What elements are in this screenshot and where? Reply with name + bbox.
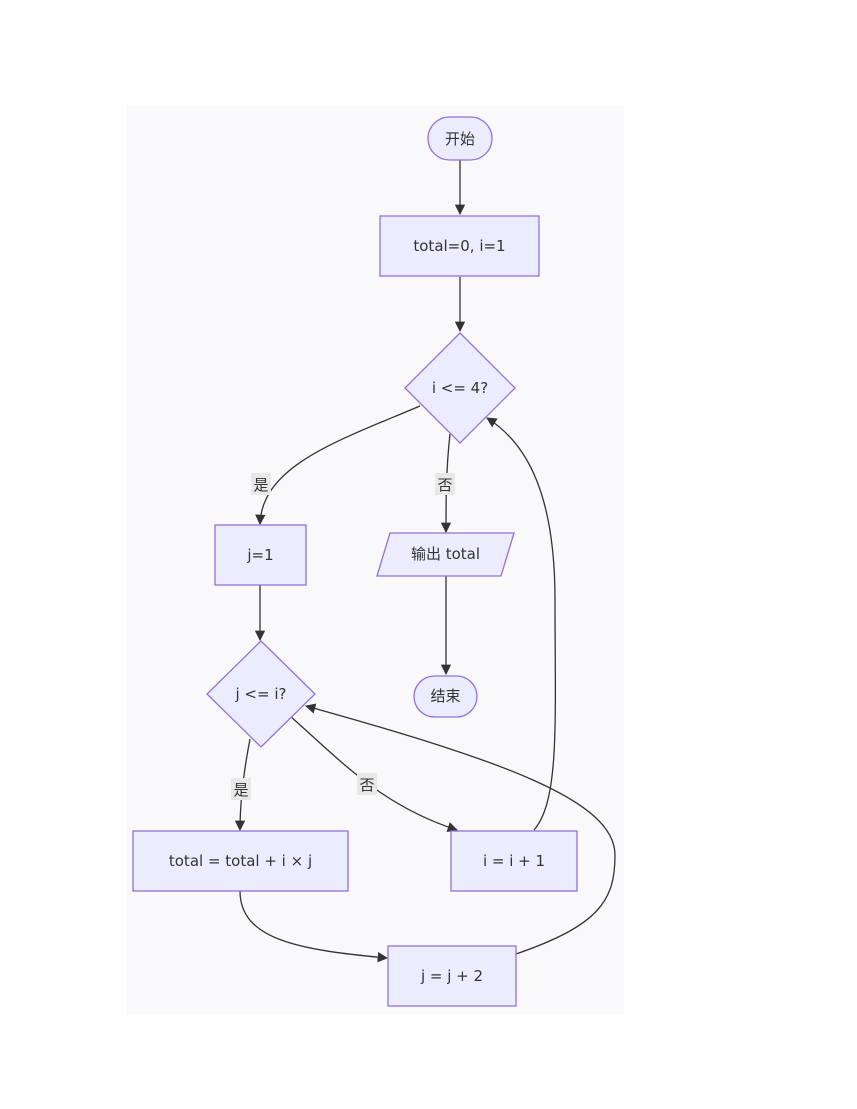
edge-label-cond-j-no: 否 — [359, 776, 374, 794]
output-node — [376, 532, 515, 577]
output-node-label: 输出 total — [411, 545, 480, 563]
edge-inc-j-cond-j — [304, 703, 616, 955]
start-node — [427, 116, 493, 161]
set-j-node-label: j=1 — [246, 546, 273, 564]
cond-i-node-label: i <= 4? — [432, 379, 488, 397]
inc-j-node-label: j = j + 2 — [420, 967, 483, 985]
edge-label-cond-i-yes: 是 — [253, 476, 268, 494]
edge-label-cond-j-yes: 是 — [233, 781, 248, 799]
accumulate-node — [132, 830, 349, 892]
edge-cond-i-yes — [255, 405, 421, 526]
edge-label-bg — [435, 473, 455, 495]
inc-j-node — [387, 945, 517, 1007]
edge-label-cond-i-no: 否 — [437, 476, 452, 494]
cond-j-node — [206, 640, 316, 748]
edge-inc-i-cond-i — [486, 417, 557, 831]
inc-i-node — [450, 830, 578, 892]
inc-i-node-label: i = i + 1 — [483, 852, 545, 870]
accumulate-node-label: total = total + i × j — [169, 852, 312, 870]
init-node — [379, 215, 540, 277]
set-j-node — [214, 524, 307, 586]
end-node — [413, 675, 478, 718]
cond-j-node-label: j <= i? — [235, 685, 287, 703]
edge-label-bg — [231, 778, 251, 800]
cond-i-node — [404, 332, 516, 444]
edge-label-bg — [357, 773, 377, 795]
start-node-label: 开始 — [445, 130, 475, 148]
edge-accumulate-inc-j — [239, 890, 389, 963]
edge-label-bg — [251, 473, 271, 495]
end-node-label: 结束 — [430, 687, 460, 705]
init-node-label: total=0, i=1 — [413, 237, 505, 255]
